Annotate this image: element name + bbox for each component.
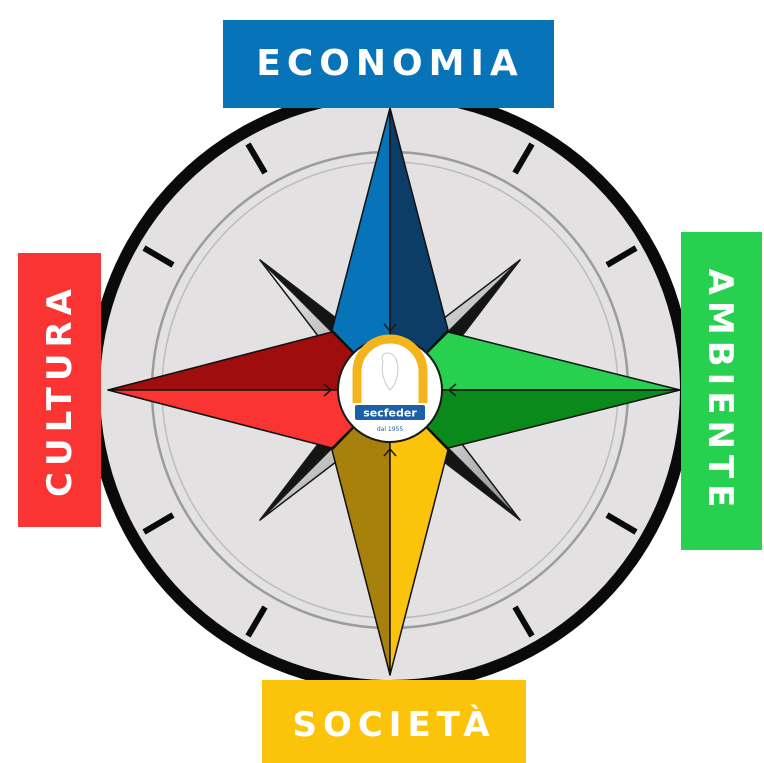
label-societa-text: SOCIETÀ <box>292 704 495 745</box>
label-cultura: CULTURA <box>18 253 101 527</box>
dial-ticks <box>142 142 638 638</box>
center-logo: secfeder dal 1955 <box>337 334 443 443</box>
label-economia-box <box>223 20 554 108</box>
label-societa-box <box>262 680 526 763</box>
label-economia: ECONOMIA <box>223 20 554 108</box>
horseshoe-icon <box>352 334 428 403</box>
label-economia-text: ECONOMIA <box>256 43 523 84</box>
north-point <box>331 107 449 391</box>
logo-banner <box>355 405 425 420</box>
logo-brand: secfeder <box>363 407 417 420</box>
label-cultura-text: CULTURA <box>40 283 80 497</box>
logo-tagline: dal 1955 <box>377 426 404 433</box>
label-ambiente-box <box>681 232 762 550</box>
center-arrows <box>323 323 457 457</box>
label-cultura-box <box>18 253 101 527</box>
label-societa: SOCIETÀ <box>262 680 526 763</box>
label-ambiente: AMBIENTE <box>681 232 762 550</box>
label-ambiente-text: AMBIENTE <box>700 269 740 514</box>
